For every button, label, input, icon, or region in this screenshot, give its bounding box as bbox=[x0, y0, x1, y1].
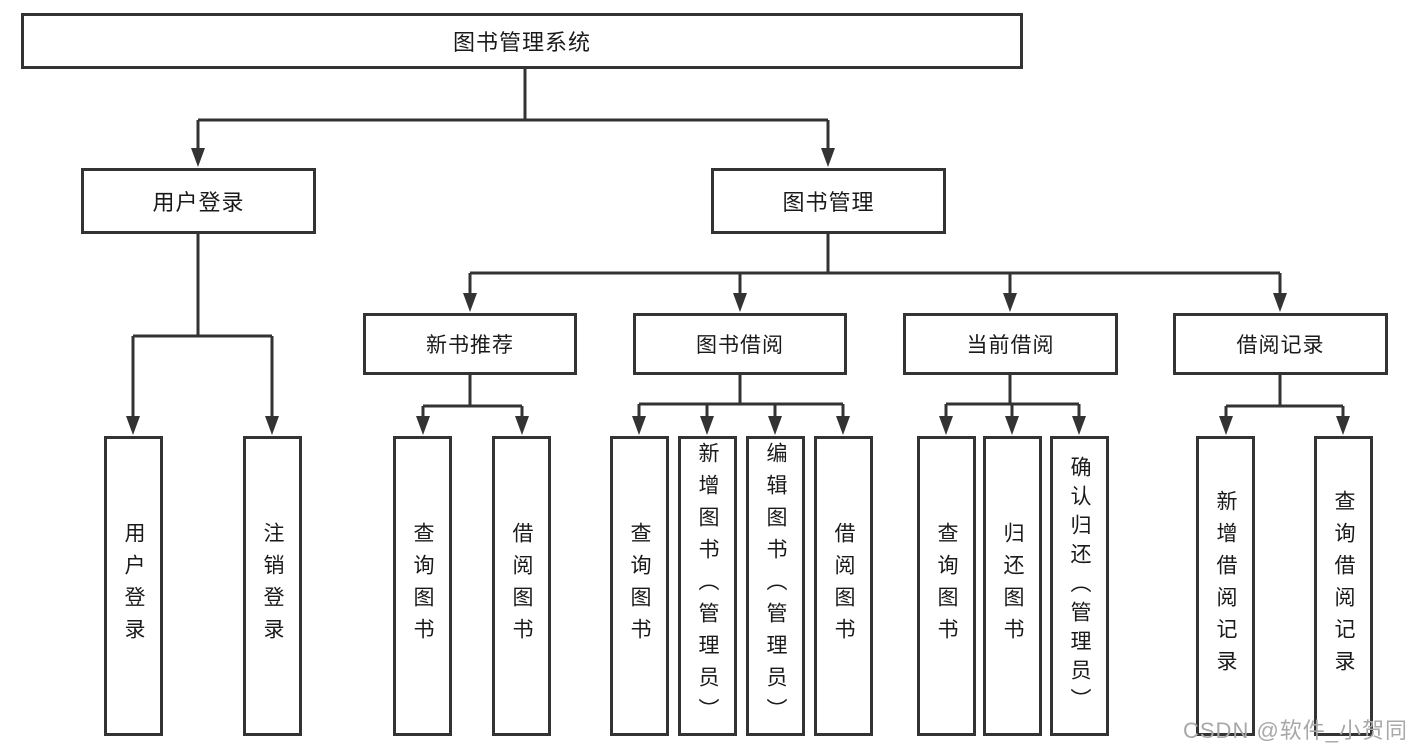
leaf-recommend-query-books: 查询图书 bbox=[393, 436, 452, 736]
arrowhead-icon bbox=[191, 148, 205, 167]
node-root-label: 图书管理系统 bbox=[452, 30, 591, 55]
leaf-user-login: 用户登录 bbox=[104, 436, 163, 736]
node-new-book-recommend: 新书推荐 bbox=[363, 313, 577, 375]
arrowhead-icon bbox=[1005, 416, 1019, 435]
leaf-logout: 注销登录 bbox=[243, 436, 302, 736]
node-new-book-recommend-label: 新书推荐 bbox=[426, 334, 514, 357]
leaf-add-books-admin: 新增图书（管理员） bbox=[678, 436, 737, 736]
leaf-query-borrow-record: 查询借阅记录 bbox=[1314, 436, 1373, 736]
arrowhead-icon bbox=[1219, 416, 1233, 435]
arrowhead-icon bbox=[939, 416, 953, 435]
leaf-logout-label: 注销登录 bbox=[261, 522, 285, 650]
leaf-query-borrow-record-label: 查询借阅记录 bbox=[1332, 490, 1356, 682]
arrowhead-icon bbox=[768, 416, 782, 435]
arrowhead-icon bbox=[265, 416, 279, 435]
node-root: 图书管理系统 bbox=[21, 13, 1023, 69]
arrowhead-icon bbox=[1273, 293, 1287, 312]
node-book-borrow-label: 图书借阅 bbox=[696, 334, 784, 357]
leaf-borrow-query-books: 查询图书 bbox=[610, 436, 669, 736]
node-user-login: 用户登录 bbox=[81, 168, 316, 234]
leaf-current-query-books-label: 查询图书 bbox=[935, 522, 959, 650]
node-user-login-label: 用户登录 bbox=[152, 190, 245, 215]
arrowhead-icon bbox=[1336, 416, 1350, 435]
node-book-borrow: 图书借阅 bbox=[633, 313, 847, 375]
leaf-borrow-query-books-label: 查询图书 bbox=[628, 522, 652, 650]
node-book-manage-label: 图书管理 bbox=[782, 190, 875, 215]
node-book-manage: 图书管理 bbox=[711, 168, 946, 234]
arrowhead-icon bbox=[515, 416, 529, 435]
node-current-borrow: 当前借阅 bbox=[903, 313, 1118, 375]
node-borrow-records: 借阅记录 bbox=[1173, 313, 1388, 375]
arrowhead-icon bbox=[700, 416, 714, 435]
leaf-confirm-return-admin: 确认归还（管理员） bbox=[1050, 436, 1109, 736]
arrowhead-icon bbox=[836, 416, 850, 435]
leaf-add-borrow-record-label: 新增借阅记录 bbox=[1214, 490, 1238, 682]
leaf-add-borrow-record: 新增借阅记录 bbox=[1196, 436, 1255, 736]
leaf-current-query-books: 查询图书 bbox=[917, 436, 976, 736]
leaf-borrow-books-label: 借阅图书 bbox=[832, 522, 856, 650]
arrowhead-icon bbox=[821, 148, 835, 167]
arrowhead-icon bbox=[1003, 293, 1017, 312]
node-current-borrow-label: 当前借阅 bbox=[966, 334, 1055, 357]
leaf-edit-books-admin: 编辑图书（管理员） bbox=[746, 436, 805, 736]
leaf-user-login-label: 用户登录 bbox=[122, 522, 146, 650]
leaf-recommend-query-books-label: 查询图书 bbox=[411, 522, 435, 650]
arrowhead-icon bbox=[126, 416, 140, 435]
leaf-add-books-admin-label: 新增图书（管理员） bbox=[696, 442, 720, 730]
leaf-return-books-label: 归还图书 bbox=[1001, 522, 1025, 650]
leaf-edit-books-admin-label: 编辑图书（管理员） bbox=[764, 442, 788, 730]
leaf-return-books: 归还图书 bbox=[983, 436, 1042, 736]
node-borrow-records-label: 借阅记录 bbox=[1236, 334, 1325, 357]
arrowhead-icon bbox=[1072, 416, 1086, 435]
leaf-recommend-borrow-books-label: 借阅图书 bbox=[510, 522, 534, 650]
arrowhead-icon bbox=[733, 293, 747, 312]
csdn-watermark: CSDN @软件_小贺同学 bbox=[1183, 718, 1405, 743]
connector-root-branch bbox=[198, 66, 828, 122]
leaf-recommend-borrow-books: 借阅图书 bbox=[492, 436, 551, 736]
arrowhead-icon bbox=[416, 416, 430, 435]
arrowhead-icon bbox=[463, 293, 477, 312]
leaf-confirm-return-admin-label: 确认归还（管理员） bbox=[1068, 455, 1092, 717]
arrowhead-icon bbox=[632, 416, 646, 435]
leaf-borrow-books: 借阅图书 bbox=[814, 436, 873, 736]
